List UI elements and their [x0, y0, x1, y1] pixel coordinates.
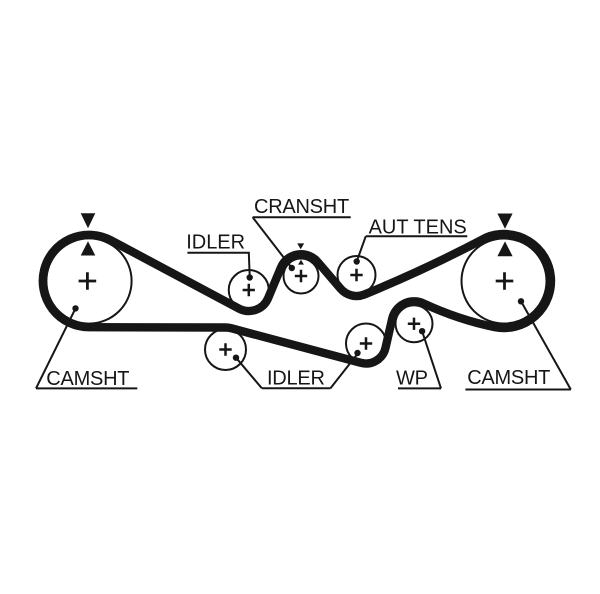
svg-text:AUT TENS: AUT TENS: [369, 216, 467, 238]
svg-text:CRANSHT: CRANSHT: [254, 196, 349, 218]
svg-text:IDLER: IDLER: [186, 232, 245, 254]
svg-text:CAMSHT: CAMSHT: [467, 367, 550, 389]
svg-text:IDLER: IDLER: [267, 367, 325, 389]
svg-text:CAMSHT: CAMSHT: [46, 368, 129, 390]
svg-text:WP: WP: [396, 368, 428, 390]
